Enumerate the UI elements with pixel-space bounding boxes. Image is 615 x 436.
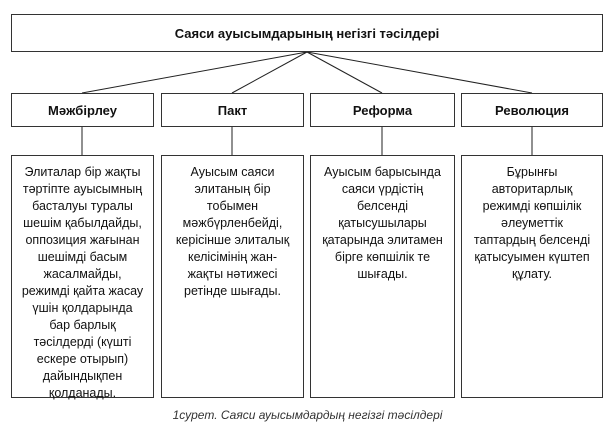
method-node-label: Мәжбірлеу [48, 102, 117, 118]
method-node-pact: Пакт [161, 93, 304, 127]
figure-caption: 1сурет. Саяси ауысымдардың негізгі тәсіл… [172, 408, 443, 422]
description-node-coercion: Элиталар бір жақты тәртіпте ауысымның ба… [11, 155, 154, 400]
description-node-reform: Ауысым барысында саяси үрдістің белсенді… [310, 155, 455, 398]
method-node-label: Реформа [352, 102, 413, 118]
description-node-revolution: Бұрынғы авторитарлық режимді көпшілік әл… [461, 155, 603, 398]
description-text: Ауысым барысында саяси үрдістің белсенді… [322, 165, 443, 281]
connector-root-to-method-3 [306, 51, 383, 94]
description-text: Элиталар бір жақты тәртіпте ауысымның ба… [21, 165, 144, 400]
method-node-revolution: Революция [461, 93, 603, 127]
description-node-pact: Ауысым саяси элитаның бір тобымен мәжбүр… [161, 155, 304, 398]
method-node-reform: Реформа [310, 93, 455, 127]
method-node-label: Пакт [217, 102, 248, 118]
connector-root-to-method-4 [306, 51, 533, 94]
root-node-label: Саяси ауысымдарының негізгі тәсілдері [174, 25, 440, 41]
connector-root-to-method-2 [231, 51, 308, 94]
root-node: Саяси ауысымдарының негізгі тәсілдері [11, 14, 603, 52]
method-node-coercion: Мәжбірлеу [11, 93, 154, 127]
method-node-label: Революция [495, 102, 569, 118]
connector-root-to-method-1 [81, 51, 308, 94]
description-text: Ауысым саяси элитаның бір тобымен мәжбүр… [175, 165, 290, 298]
description-text: Бұрынғы авторитарлық режимді көпшілік әл… [473, 165, 591, 281]
